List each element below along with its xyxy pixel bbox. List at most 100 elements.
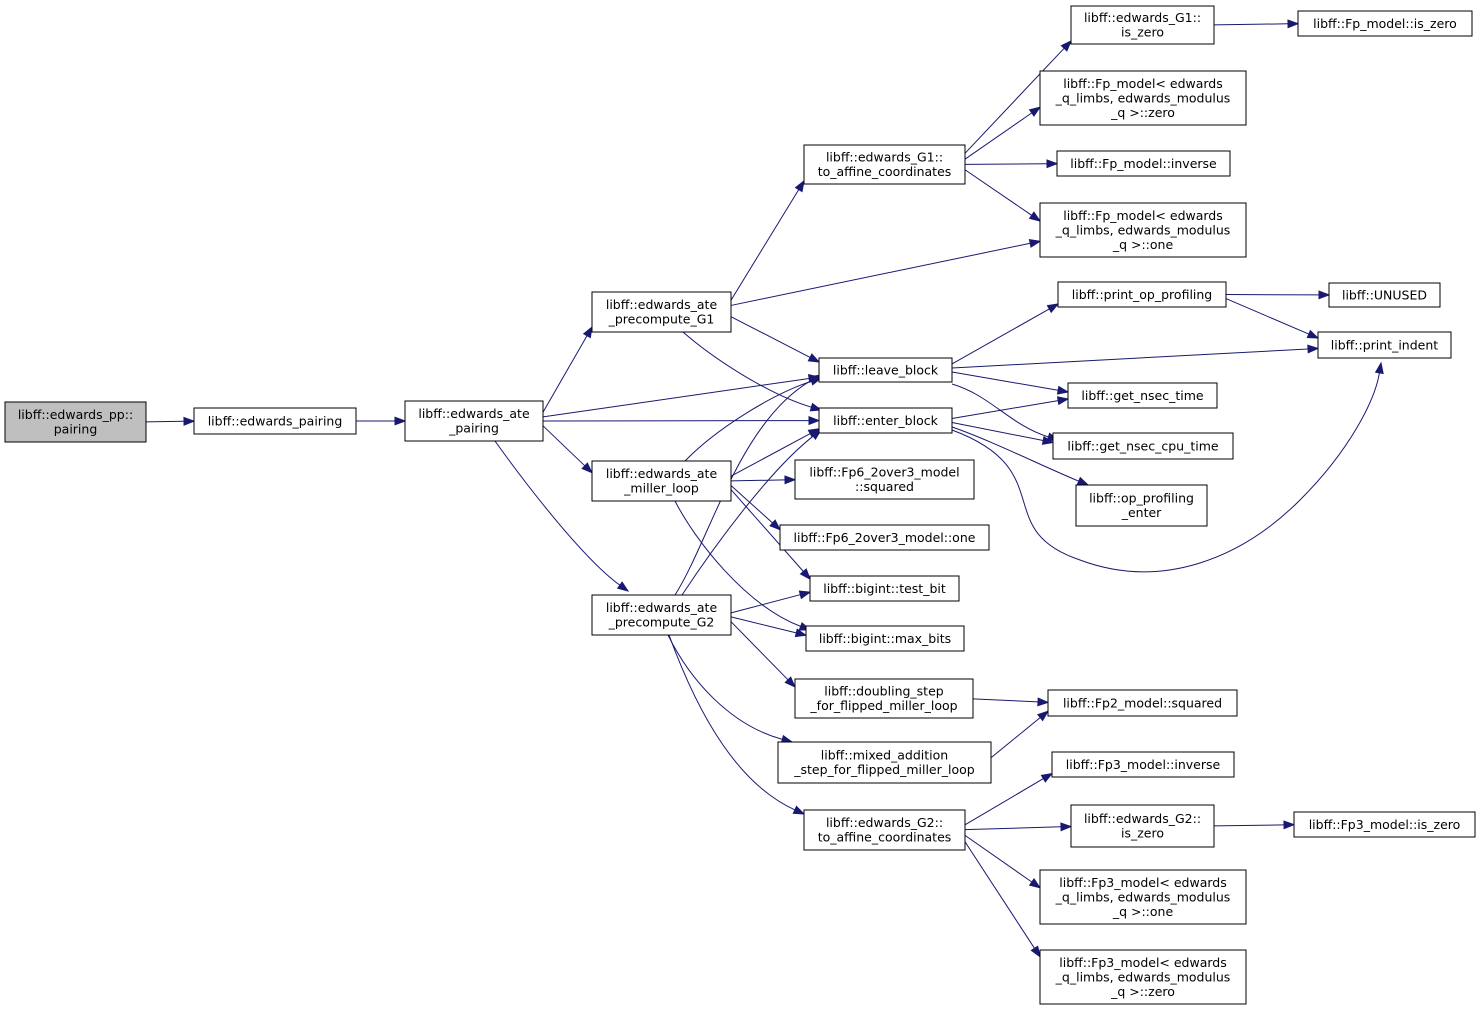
edge-line: [730, 316, 811, 358]
node-fp3q-zero[interactable]: libff::Fp3_model< edwards_q_limbs, edwar…: [1039, 949, 1247, 1005]
node-miller-loop[interactable]: libff::edwards_ate_miller_loop: [591, 460, 732, 502]
arrowhead-icon: [1060, 822, 1073, 832]
node-fp-inverse[interactable]: libff::Fp_model::inverse: [1056, 150, 1231, 177]
arrowhead-icon: [784, 676, 796, 688]
node-G2-is-zero[interactable]: libff::edwards_G2::is_zero: [1070, 804, 1215, 848]
node-fp3q-one[interactable]: libff::Fp3_model< edwards_q_limbs, edwar…: [1039, 869, 1247, 925]
node-box: [404, 400, 544, 442]
node-fp3-is-zero[interactable]: libff::Fp3_model::is_zero: [1293, 811, 1476, 838]
node-label: _q_limbs, edwards_modulus: [1055, 90, 1231, 105]
node-doubling-step[interactable]: libff::doubling_step_for_flipped_miller_…: [794, 678, 974, 719]
node-test-bit[interactable]: libff::bigint::test_bit: [809, 575, 960, 602]
edge-line: [730, 621, 789, 681]
node-label: _miller_loop: [623, 481, 699, 496]
edge-line: [951, 400, 1059, 419]
node-label: libff::edwards_pairing: [208, 413, 343, 428]
edge-G1_to_affine-to-G1_is_zero: [964, 39, 1072, 154]
node-box: [4, 401, 147, 443]
node-get-nsec-time[interactable]: libff::get_nsec_time: [1067, 382, 1218, 409]
node-unused[interactable]: libff::UNUSED: [1328, 282, 1441, 308]
node-box: [1328, 282, 1441, 308]
arrowhead-icon: [809, 429, 823, 441]
edge-line: [542, 378, 810, 418]
node-label: _q >::one: [1112, 904, 1174, 919]
node-box: [794, 678, 974, 719]
node-G2-to-affine[interactable]: libff::edwards_G2::to_affine_coordinates: [803, 809, 966, 851]
node-enter-block[interactable]: libff::enter_block: [818, 407, 953, 434]
edge-G2_to_affine-to-fp3q_zero: [964, 841, 1041, 958]
node-fp2-squared[interactable]: libff::Fp2_model::squared: [1047, 689, 1238, 717]
node-box: [1039, 949, 1247, 1005]
arrowhead-icon: [1076, 476, 1090, 486]
edge-miller_loop-to-fp6_one: [730, 485, 782, 531]
node-mixed-addition[interactable]: libff::mixed_addition_step_for_flipped_m…: [777, 741, 992, 784]
node-pp-pairing[interactable]: libff::edwards_pp::pairing: [4, 401, 147, 443]
node-box: [1039, 70, 1247, 126]
node-G1-to-affine[interactable]: libff::edwards_G1::to_affine_coordinates: [803, 144, 966, 185]
node-fp3-inverse[interactable]: libff::Fp3_model::inverse: [1051, 751, 1235, 778]
edge-G2_to_affine-to-fp3_inverse: [964, 772, 1054, 826]
edge-G1_to_affine-to-fp_inverse: [964, 159, 1059, 169]
arrowhead-icon: [1283, 820, 1296, 830]
edge-line: [951, 348, 1309, 369]
node-label: libff::bigint::max_bits: [819, 631, 951, 646]
arrowhead-icon: [1028, 106, 1042, 117]
node-precompute-G1[interactable]: libff::edwards_ate_precompute_G1: [591, 291, 732, 333]
node-G1-is-zero[interactable]: libff::edwards_G1::is_zero: [1070, 5, 1215, 45]
node-box: [1297, 10, 1473, 37]
node-label: _precompute_G1: [608, 312, 715, 327]
node-ate-pairing[interactable]: libff::edwards_ate_pairing: [404, 400, 544, 442]
node-fp6-one[interactable]: libff::Fp6_2over3_model::one: [779, 524, 990, 551]
arrowhead-icon: [1318, 290, 1331, 300]
arrowhead-icon: [792, 805, 806, 815]
edge-enter_block-to-print_indent: [951, 361, 1384, 573]
edge-line: [681, 435, 814, 596]
node-get-nsec-cpu-time[interactable]: libff::get_nsec_cpu_time: [1052, 432, 1234, 460]
node-box: [1075, 484, 1208, 527]
edge-precompute_G1-to-fpq_one: [730, 239, 1042, 306]
node-box: [1056, 150, 1231, 177]
node-label: libff::get_nsec_cpu_time: [1067, 438, 1218, 453]
edge-G1_is_zero-to-fp_is_zero: [1213, 19, 1300, 29]
node-print-op-profiling[interactable]: libff::print_op_profiling: [1057, 281, 1227, 308]
edge-precompute_G2-to-mixed_addition: [667, 634, 794, 744]
node-fp-is-zero[interactable]: libff::Fp_model::is_zero: [1297, 10, 1473, 37]
node-fpq-one[interactable]: libff::Fp_model< edwards_q_limbs, edward…: [1039, 202, 1247, 258]
node-label: libff::edwards_G2::: [1084, 811, 1201, 826]
node-label: libff::get_nsec_time: [1081, 388, 1203, 403]
node-box: [1067, 382, 1218, 409]
edge-G1_to_affine-to-fpq_one: [964, 169, 1042, 222]
edge-line: [964, 834, 1033, 883]
node-label: to_affine_coordinates: [818, 164, 952, 179]
edge-line: [951, 422, 1044, 441]
node-print-indent[interactable]: libff::print_indent: [1317, 331, 1452, 359]
edge-line: [667, 634, 783, 740]
node-box: [818, 357, 953, 383]
node-box: [803, 809, 966, 851]
arrowhead-icon: [394, 416, 407, 426]
edge-line: [951, 426, 1079, 482]
node-label: libff::Fp2_model::squared: [1063, 695, 1222, 710]
node-box: [193, 407, 357, 435]
node-fpq-zero[interactable]: libff::Fp_model< edwards_q_limbs, edward…: [1039, 70, 1247, 126]
node-label: _q >::zero: [1110, 105, 1175, 120]
node-fp6-squared[interactable]: libff::Fp6_2over3_model::squared: [794, 459, 975, 500]
node-box: [591, 594, 732, 636]
node-max-bits[interactable]: libff::bigint::max_bits: [805, 625, 965, 652]
edge-precompute_G1-to-enter_block: [682, 331, 823, 412]
node-edwards-pairing[interactable]: libff::edwards_pairing: [193, 407, 357, 435]
node-leave-block[interactable]: libff::leave_block: [818, 357, 953, 383]
edge-line: [730, 485, 773, 524]
edge-G2_to_affine-to-G2_is_zero: [964, 822, 1073, 832]
node-box: [779, 524, 990, 551]
node-precompute-G2[interactable]: libff::edwards_ate_precompute_G2: [591, 594, 732, 636]
edge-line: [674, 500, 801, 627]
edge-G2_to_affine-to-fp3q_one: [964, 834, 1042, 889]
arrowhead-icon: [769, 519, 782, 531]
edge-line: [668, 634, 796, 811]
edge-line: [964, 112, 1033, 160]
edge-line: [730, 189, 800, 301]
edge-line: [1213, 23, 1289, 26]
node-op-profiling-enter[interactable]: libff::op_profiling_enter: [1075, 484, 1208, 527]
node-label: libff::enter_block: [833, 413, 938, 428]
